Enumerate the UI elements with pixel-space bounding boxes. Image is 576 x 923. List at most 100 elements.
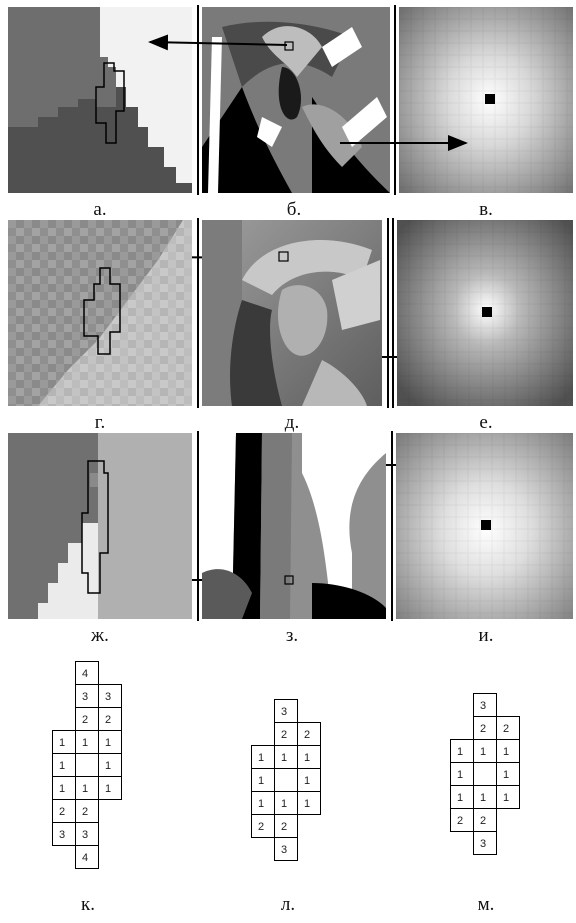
caption-l: л. xyxy=(192,894,384,916)
panel-e-radial-gradient xyxy=(397,220,573,406)
grid-cell-value: 1 xyxy=(59,783,65,795)
grid-cell-value: 1 xyxy=(304,752,310,764)
grid-cell: 3 xyxy=(76,685,99,708)
separator xyxy=(391,431,393,621)
caption-i: и. xyxy=(390,625,576,647)
grid-cell: 1 xyxy=(275,792,298,815)
panel-i-radial-gradient xyxy=(396,433,573,619)
grid-cell: 3 xyxy=(275,838,298,861)
grid-cell: 1 xyxy=(497,740,520,763)
grid-cell-value: 3 xyxy=(59,829,65,841)
grid-cell-value: 3 xyxy=(480,700,486,712)
grid-cell-value: 1 xyxy=(258,752,264,764)
grid-cell-value: 3 xyxy=(281,706,287,718)
grid-cell-value: 1 xyxy=(503,769,509,781)
grid-cell: 1 xyxy=(76,731,99,754)
grid-cell-value: 1 xyxy=(281,798,287,810)
grid-cell-value: 3 xyxy=(82,691,88,703)
grid-cell: 2 xyxy=(474,717,497,740)
grid-cell-value: 4 xyxy=(82,668,88,680)
grid-cell: 2 xyxy=(298,723,321,746)
caption-v: в. xyxy=(390,199,576,221)
grid-cell: 1 xyxy=(474,786,497,809)
panel-g-pixel-zoom xyxy=(8,220,192,406)
grid-cell-value: 1 xyxy=(457,792,463,804)
grid-cell-value: 2 xyxy=(503,723,509,735)
separator xyxy=(392,218,394,408)
grid-cell: 1 xyxy=(53,777,76,800)
caption-e: е. xyxy=(390,412,576,434)
separator xyxy=(387,218,389,408)
grid-cell: 2 xyxy=(497,717,520,740)
separator xyxy=(197,218,199,408)
grid-cell: 4 xyxy=(76,846,99,869)
grid-cell-value: 2 xyxy=(59,806,65,818)
panel-d-photo xyxy=(202,220,382,406)
grid-cell: 2 xyxy=(451,809,474,832)
panel-b-segmentation xyxy=(202,7,390,193)
caption-a: а. xyxy=(4,199,196,221)
grid-cell-value: 2 xyxy=(457,815,463,827)
grid-cell: 1 xyxy=(275,746,298,769)
grid-cell: 1 xyxy=(99,731,122,754)
grid-cell-value: 2 xyxy=(281,729,287,741)
grid-cell: 1 xyxy=(474,740,497,763)
grid-cell: 3 xyxy=(76,823,99,846)
grid-cell-value: 3 xyxy=(82,829,88,841)
grid-cell: 2 xyxy=(275,723,298,746)
grid-cell xyxy=(76,754,99,777)
grid-cell-value: 1 xyxy=(105,737,111,749)
grid-cell xyxy=(275,769,298,792)
separator xyxy=(197,431,199,621)
grid-cell: 1 xyxy=(497,786,520,809)
grid-cell-value: 3 xyxy=(480,838,486,850)
grid-cell: 2 xyxy=(76,800,99,823)
grid-cell: 1 xyxy=(298,792,321,815)
grid-cell xyxy=(474,763,497,786)
caption-d: д. xyxy=(196,412,388,434)
grid-cell: 1 xyxy=(99,754,122,777)
panel-zh-segment-zoom xyxy=(8,433,192,619)
grid-cell-value: 1 xyxy=(304,775,310,787)
grid-cell: 1 xyxy=(76,777,99,800)
grid-cell-value: 1 xyxy=(304,798,310,810)
grid-cell: 1 xyxy=(298,769,321,792)
grid-cell: 1 xyxy=(451,740,474,763)
grid-cell-value: 2 xyxy=(258,821,264,833)
grid-cell: 1 xyxy=(252,769,275,792)
grid-cell: 1 xyxy=(53,731,76,754)
separator xyxy=(394,5,396,195)
grid-cell: 2 xyxy=(76,708,99,731)
grid-cell: 3 xyxy=(275,700,298,723)
panel-z-segmentation xyxy=(202,433,386,619)
grid-cell: 2 xyxy=(53,800,76,823)
grid-cell: 3 xyxy=(99,685,122,708)
caption-z: з. xyxy=(196,625,388,647)
caption-k: к. xyxy=(0,894,184,916)
grid-cell-value: 1 xyxy=(258,798,264,810)
grid-cell: 2 xyxy=(252,815,275,838)
separator xyxy=(197,5,199,195)
grid-cell: 1 xyxy=(99,777,122,800)
grid-cell: 1 xyxy=(53,754,76,777)
panel-v-radial-gradient xyxy=(399,7,573,193)
grid-cell-value: 4 xyxy=(82,852,88,864)
grid-cell: 1 xyxy=(451,763,474,786)
grid-cell: 1 xyxy=(298,746,321,769)
grid-cell-value: 1 xyxy=(503,792,509,804)
grid-cell-value: 2 xyxy=(304,729,310,741)
panel-a-segment-zoom xyxy=(8,7,192,193)
grid-cell: 3 xyxy=(53,823,76,846)
caption-zh: ж. xyxy=(4,625,196,647)
grid-cell: 2 xyxy=(99,708,122,731)
grid-cell-value: 2 xyxy=(281,821,287,833)
grid-cell-value: 1 xyxy=(105,783,111,795)
grid-cell-value: 2 xyxy=(480,723,486,735)
grid-cell: 4 xyxy=(76,662,99,685)
grid-cell-value: 1 xyxy=(59,737,65,749)
caption-b: б. xyxy=(198,199,390,221)
grid-cell-value: 1 xyxy=(59,760,65,772)
grid-cell: 1 xyxy=(497,763,520,786)
